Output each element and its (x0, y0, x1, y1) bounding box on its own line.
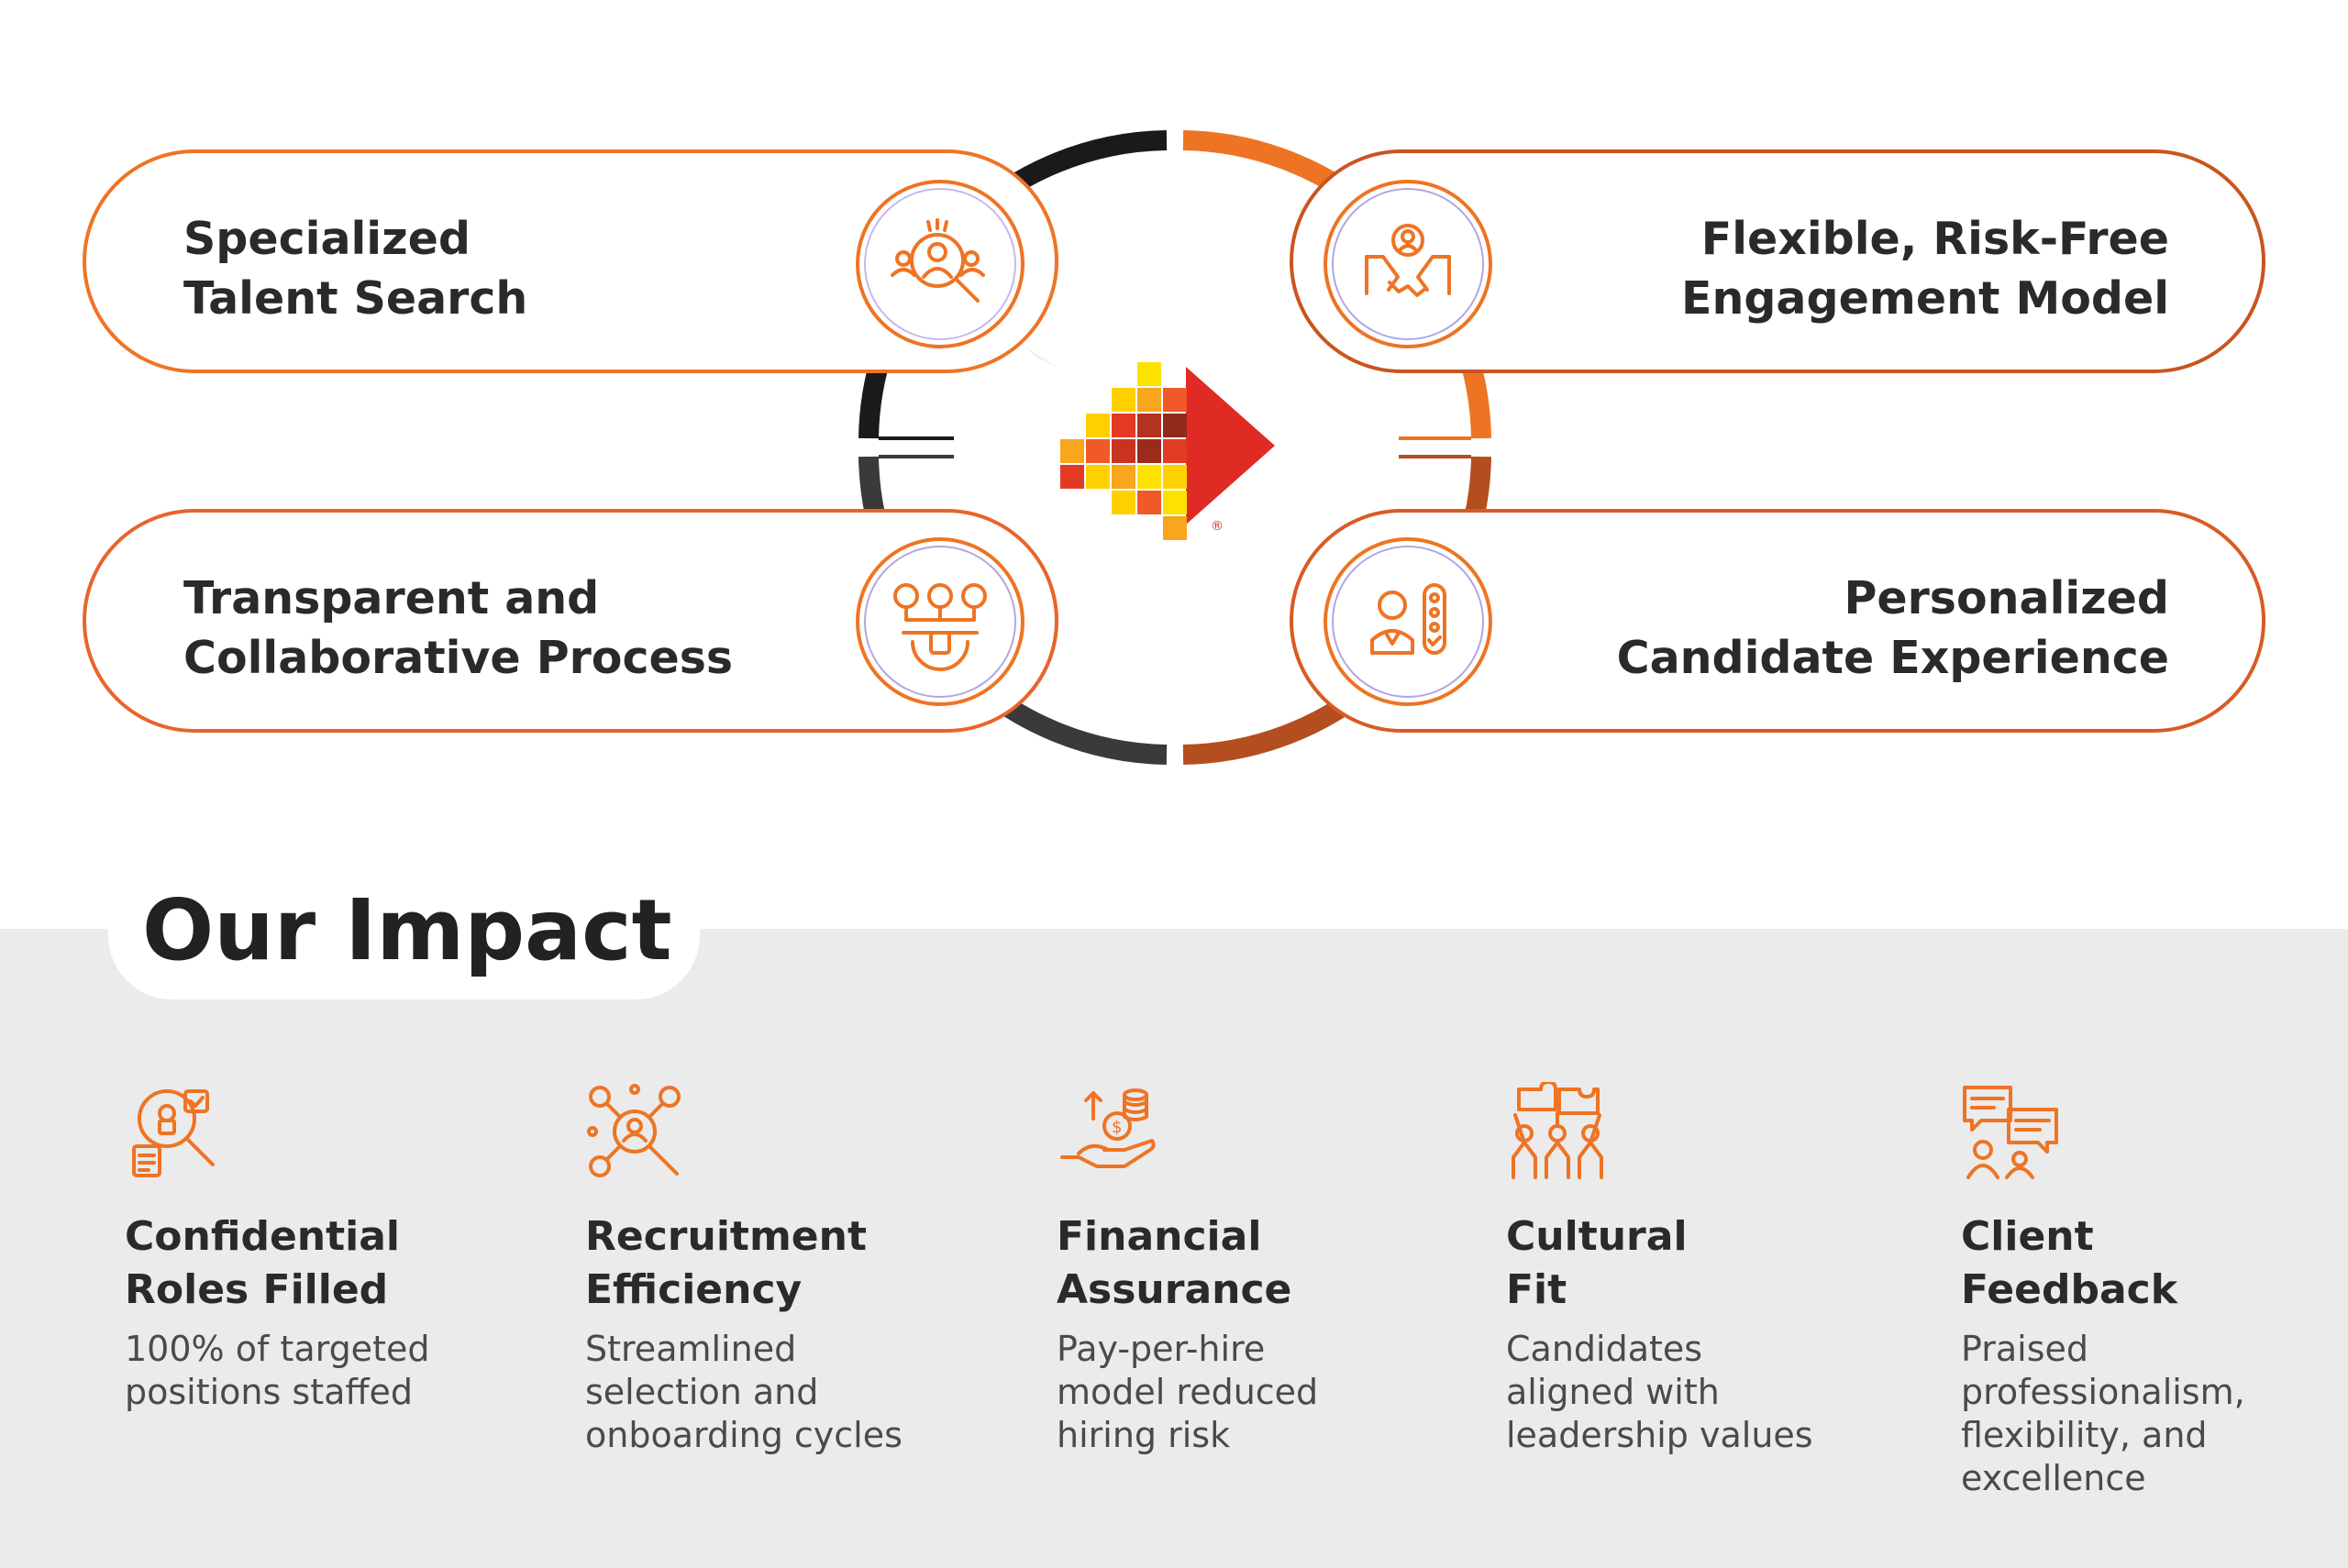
handshake-icon (1324, 180, 1492, 348)
candidate-rating-icon (1324, 537, 1492, 706)
coin-hand-icon: $ (1060, 1088, 1156, 1168)
talent-search-icon (856, 180, 1024, 348)
team-process-icon (856, 537, 1024, 706)
feedback-chat-icon (1963, 1086, 2058, 1179)
recruitment-network-icon (587, 1084, 681, 1177)
svg-text:$: $ (1112, 1118, 1122, 1137)
confidential-search-icon (132, 1089, 215, 1177)
impact-title: Our Impact (142, 881, 672, 979)
impact-section (0, 929, 2348, 1568)
registered-mark: ® (1211, 519, 1224, 534)
feature-pill-collaborative-process (83, 509, 1058, 733)
features-diagram: ® (83, 130, 2265, 765)
impact-title-tab (108, 871, 700, 999)
pixel-arrow-logo: ® (1060, 362, 1275, 540)
feature-pill-engagement-model (1290, 149, 2265, 373)
feature-pill-candidate-experience (1290, 509, 2265, 733)
puzzle-team-icon (1512, 1082, 1603, 1179)
feature-pill-talent-search (83, 149, 1058, 373)
